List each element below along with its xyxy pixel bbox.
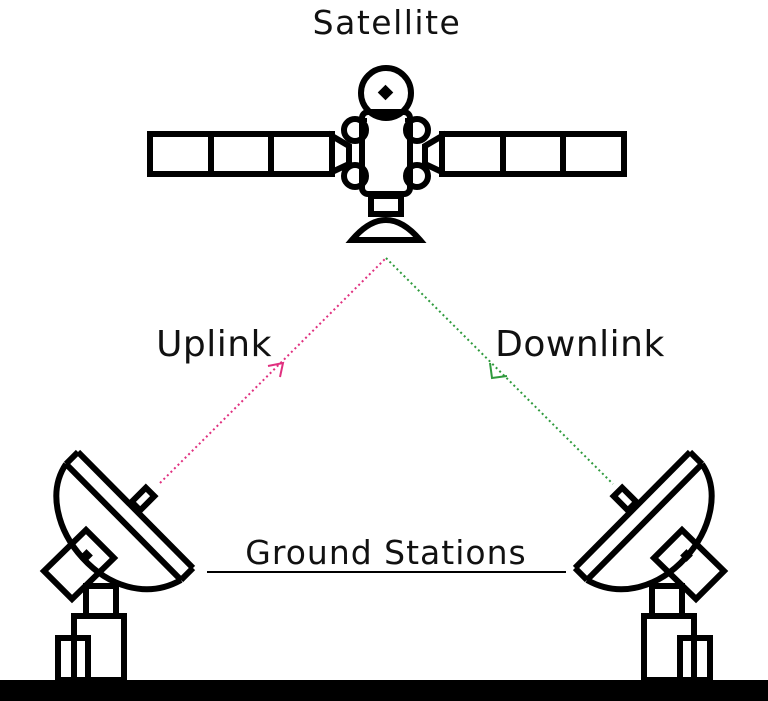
uplink-label: Uplink [156,324,272,365]
downlink-arrow-icon [489,362,508,380]
satellite-icon [147,65,627,243]
ground-bar [0,680,768,701]
right-dish-antenna-icon [572,449,729,683]
downlink-line [385,257,614,485]
left-dish-antenna-icon [39,449,196,683]
uplink-arrow-icon [267,361,285,378]
uplink-line [159,257,387,484]
downlink-label: Downlink [495,324,665,365]
satellite-core-marker-icon [377,84,394,101]
ground-stations-label: Ground Stations [245,533,526,572]
satellite-label: Satellite [313,3,462,42]
